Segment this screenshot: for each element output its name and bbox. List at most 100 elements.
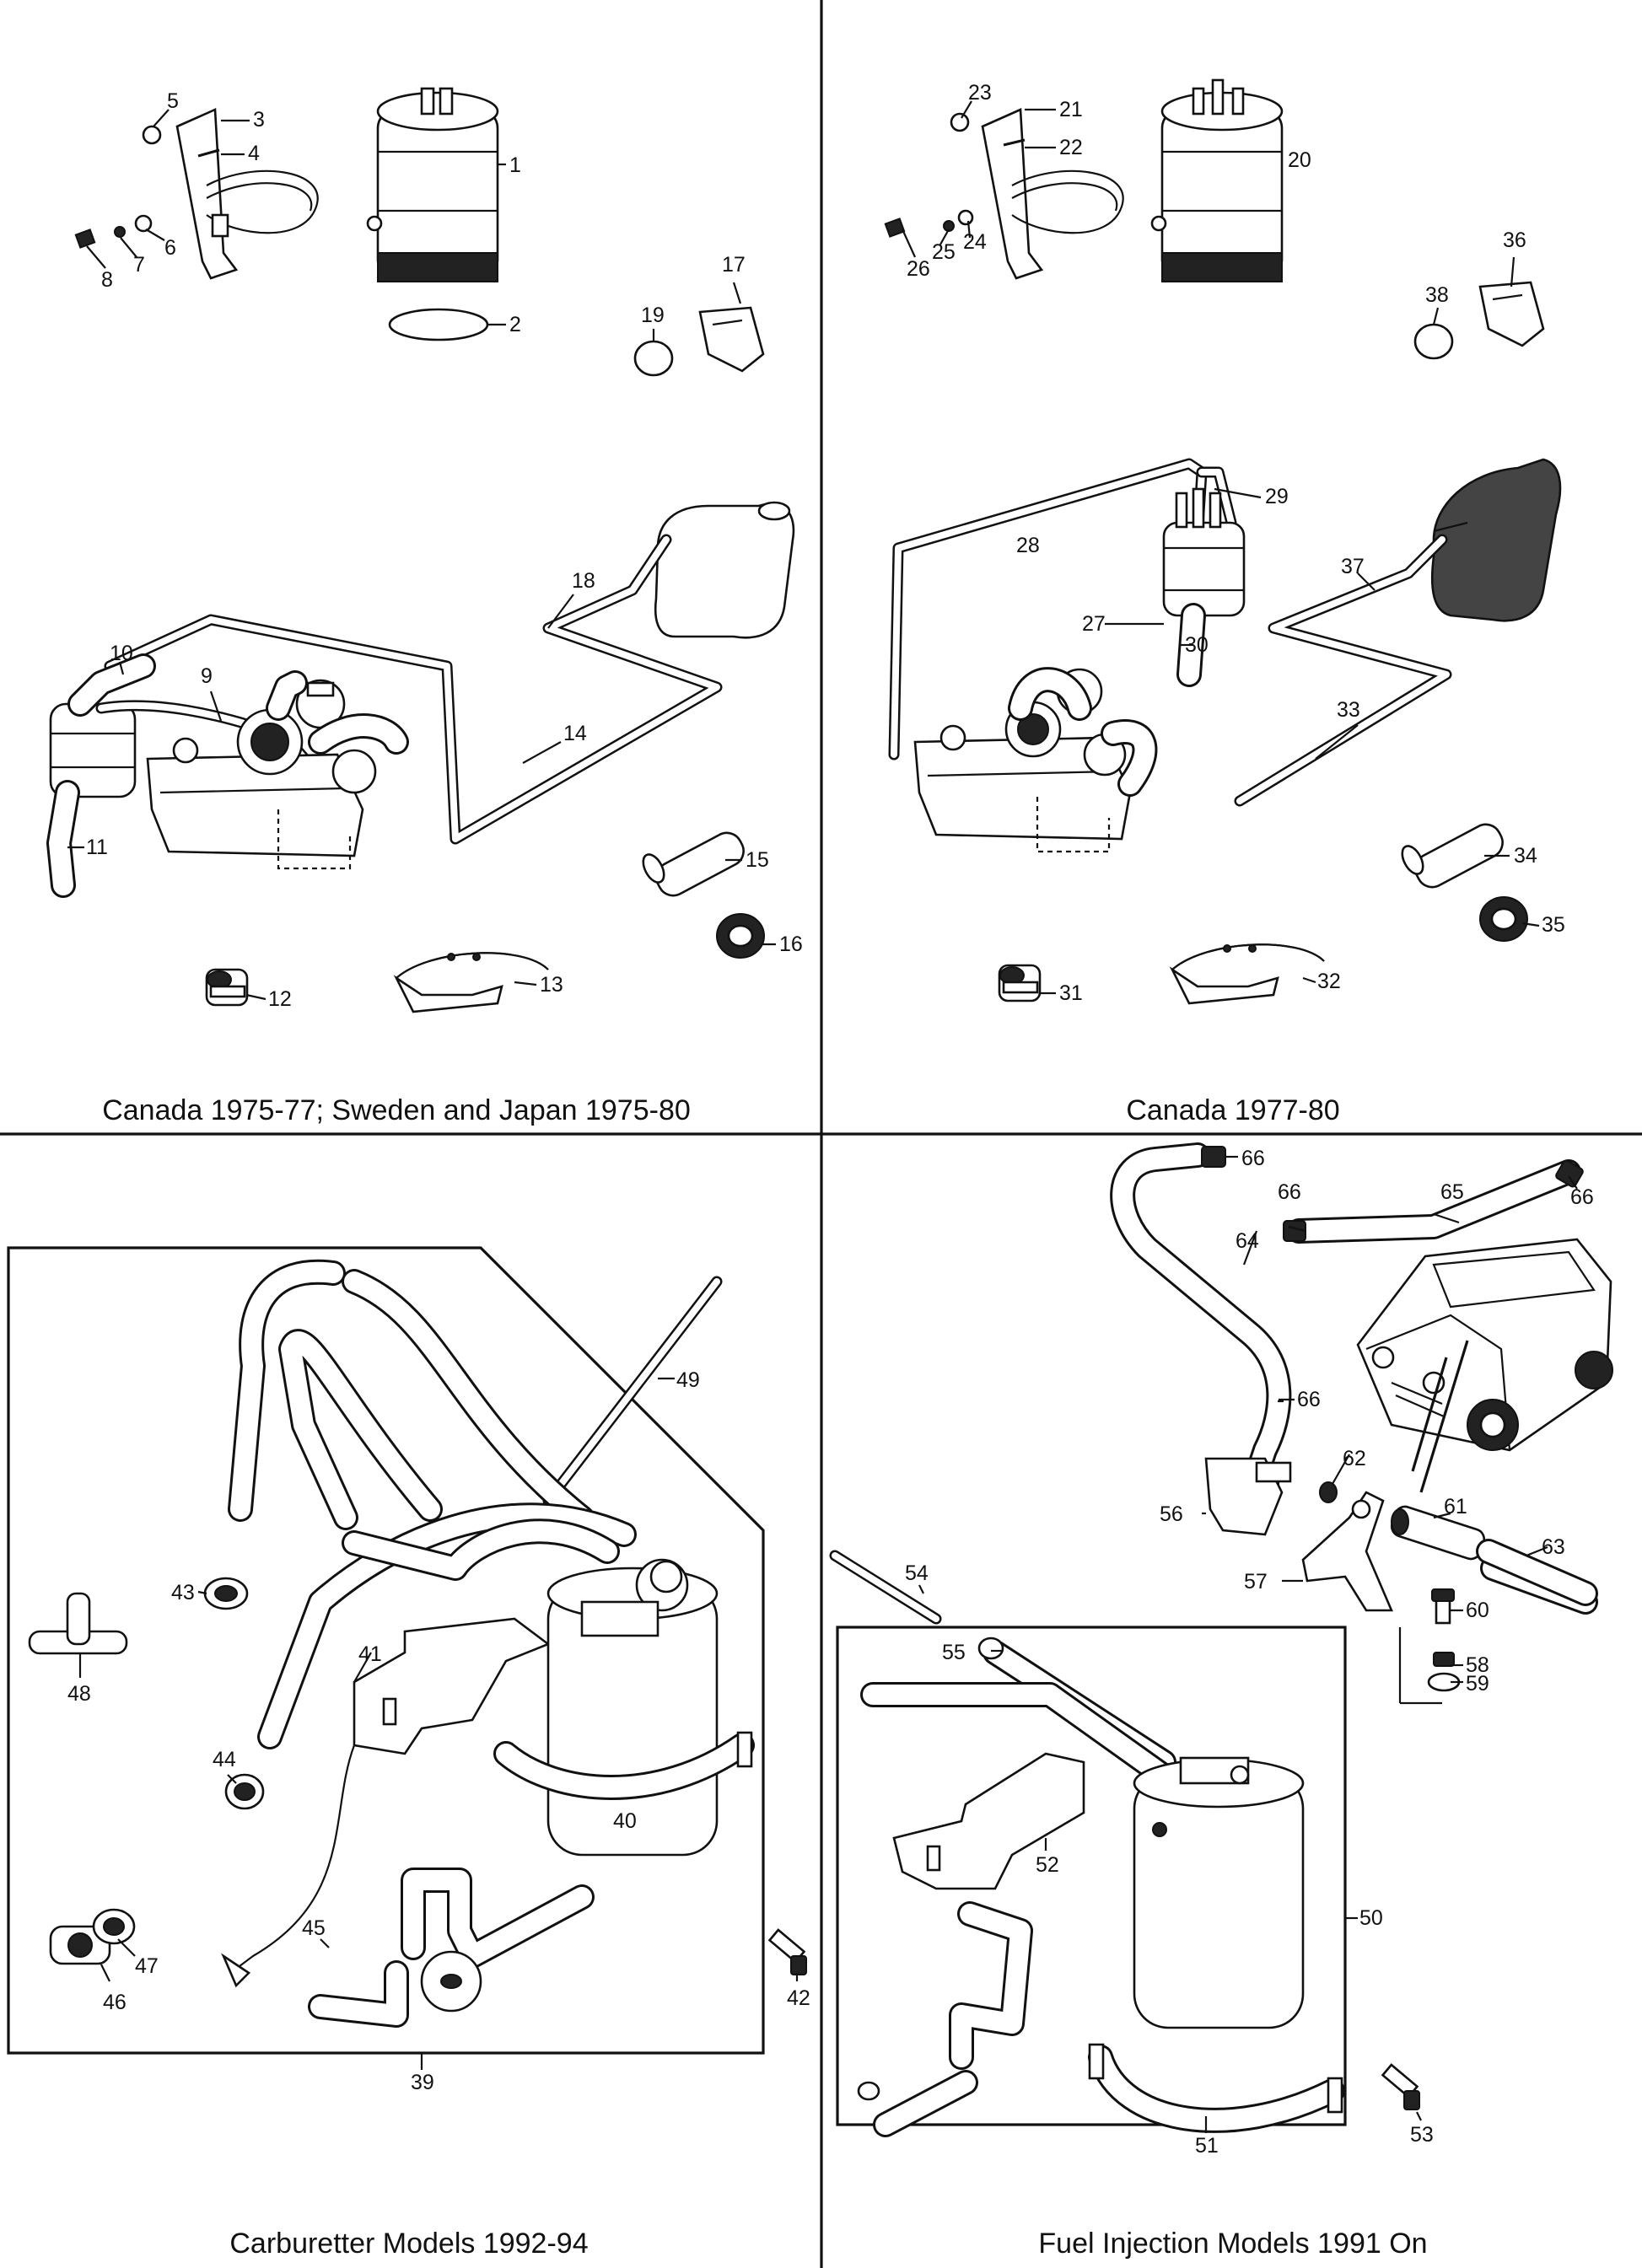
callout-50: 50: [1359, 1906, 1383, 1930]
callout-39: 39: [411, 2071, 434, 2094]
vent-pipe-icon: [308, 1868, 595, 2028]
grommet-icon: [716, 913, 765, 959]
callout-13: 13: [540, 973, 563, 997]
hose-clip-icon: [203, 1577, 265, 1810]
callout-66-c: 66: [1570, 1185, 1594, 1209]
callout-46: 46: [103, 1991, 127, 2014]
callout-54: 54: [905, 1561, 929, 1585]
caption-bottom-left: Carburetter Models 1992-94: [229, 2228, 588, 2260]
vent-pipe-icon: [829, 1550, 942, 1625]
vent-pipe-icon: [228, 1259, 637, 1749]
callout-3: 3: [253, 108, 265, 132]
charcoal-canister-icon: [1133, 1756, 1305, 2029]
callout-2: 2: [509, 313, 521, 336]
callout-4: 4: [248, 142, 260, 165]
callout-56: 56: [1160, 1502, 1183, 1526]
callout-55: 55: [942, 1641, 966, 1664]
callout-66-d: 66: [1297, 1388, 1321, 1411]
grommet-icon: [1479, 896, 1528, 942]
bolt-icon: [1398, 1588, 1461, 1705]
hose-clip-icon: [857, 2081, 880, 2101]
callout-45: 45: [302, 1916, 326, 1940]
pipe-connector-icon: [28, 1592, 128, 1655]
callout-28: 28: [1016, 534, 1040, 557]
callout-7: 7: [133, 253, 145, 277]
mounting-bracket-icon: [1301, 1491, 1393, 1612]
callout-49: 49: [676, 1368, 700, 1392]
fuel-tank-icon: [1430, 458, 1562, 622]
charcoal-canister-icon: [1150, 78, 1284, 282]
pipe-connector-icon: [49, 1908, 136, 1965]
callout-16: 16: [779, 932, 803, 956]
callout-44: 44: [213, 1748, 236, 1771]
callout-8: 8: [101, 268, 113, 292]
hose-clip-icon: [998, 964, 1042, 1002]
callout-21: 21: [1059, 98, 1083, 121]
callout-52: 52: [1036, 1853, 1059, 1877]
engine-rocker-cover-icon: [146, 670, 409, 870]
callout-leader-lines: [67, 100, 1578, 2133]
callout-27: 27: [1082, 612, 1106, 636]
mounting-bracket-icon: [892, 1752, 1085, 1890]
callout-41: 41: [358, 1642, 382, 1666]
bolt-icon: [74, 125, 220, 249]
pipe-connector-icon: [1401, 823, 1504, 889]
callout-66-a: 66: [1241, 1147, 1265, 1170]
callout-33: 33: [1337, 698, 1360, 722]
pipe-connector-icon: [642, 831, 745, 897]
callout-14: 14: [563, 722, 587, 745]
panel-top-left: [46, 87, 795, 1013]
callout-20: 20: [1288, 148, 1311, 172]
callout-57: 57: [1244, 1570, 1268, 1594]
hose-clip-icon: [1169, 943, 1325, 1005]
callout-32: 32: [1317, 970, 1341, 993]
callout-38: 38: [1425, 283, 1449, 307]
hose-clip-icon: [393, 952, 549, 1013]
callout-61: 61: [1444, 1495, 1467, 1518]
mounting-bracket-icon: [353, 1617, 551, 1755]
panel-bottom-right: [829, 1142, 1613, 2137]
callout-34: 34: [1514, 844, 1537, 868]
kit-outline-frame: [7, 1246, 765, 2055]
callout-12: 12: [268, 987, 292, 1011]
callout-36: 36: [1503, 228, 1526, 252]
vent-pipe-icon: [860, 1640, 1181, 2137]
grommet-icon: [633, 340, 674, 377]
callout-59: 59: [1466, 1672, 1489, 1696]
vent-pipe-icon: [1476, 1539, 1598, 1606]
callout-19: 19: [641, 304, 665, 327]
callout-18: 18: [572, 569, 595, 593]
hose-clip-icon: [1088, 2043, 1345, 2133]
callout-labels: 1 2 3 4 5 6 7 8 9 10 11 12 13 14 15 16 1…: [67, 81, 1594, 2158]
charcoal-canister-icon: [366, 87, 499, 282]
callout-1: 1: [509, 153, 521, 177]
canister-seal-ring-icon: [388, 308, 489, 341]
pipe-connector-icon: [1204, 1457, 1338, 1536]
callout-30: 30: [1185, 633, 1209, 657]
callout-31: 31: [1059, 981, 1083, 1005]
callout-25: 25: [932, 240, 956, 264]
bolt-icon: [767, 1928, 807, 1975]
callout-63: 63: [1542, 1535, 1565, 1559]
panel-top-right: [884, 78, 1562, 1005]
callout-43: 43: [171, 1581, 195, 1604]
charcoal-canister-icon: [46, 653, 156, 898]
callout-47: 47: [135, 1954, 159, 1978]
callout-10: 10: [110, 642, 133, 665]
mounting-bracket-icon: [175, 108, 319, 280]
caption-bottom-right: Fuel Injection Models 1991 On: [1038, 2228, 1427, 2260]
callout-15: 15: [746, 848, 769, 872]
callout-42: 42: [787, 1986, 810, 2010]
mounting-bracket-icon: [981, 108, 1124, 280]
engine-rocker-cover-icon: [913, 667, 1158, 853]
callout-48: 48: [67, 1682, 91, 1706]
callout-11: 11: [86, 836, 108, 859]
vent-pipe-icon: [104, 534, 723, 845]
caption-top-left: Canada 1975-77; Sweden and Japan 1975-80: [102, 1094, 691, 1126]
hose-clip-icon: [1478, 281, 1545, 347]
callout-60: 60: [1466, 1599, 1489, 1622]
callout-23: 23: [968, 81, 992, 105]
callout-53: 53: [1410, 2123, 1434, 2147]
